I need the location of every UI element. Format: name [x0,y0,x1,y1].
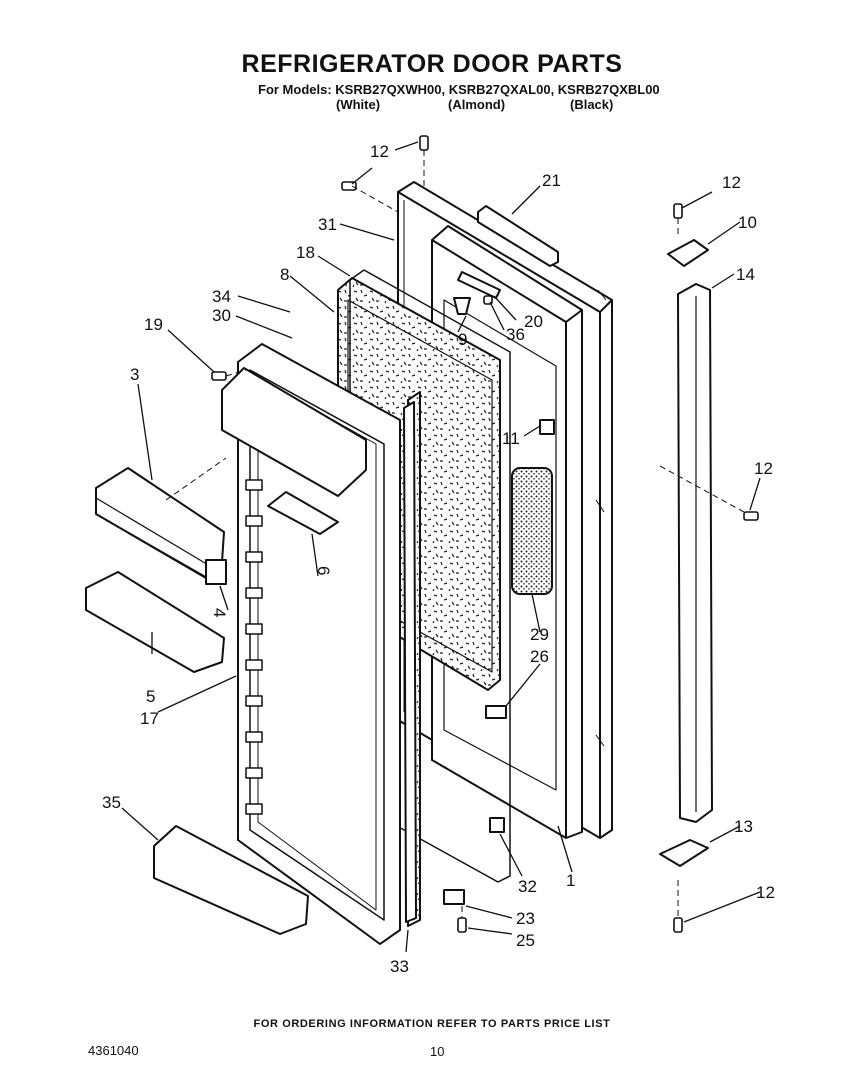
page-title: REFRIGERATOR DOOR PARTS [241,50,623,78]
color-black: (Black) [570,97,614,112]
bin-bracket [205,559,227,585]
callout-31: 31 [318,215,337,234]
alignment-lines [165,150,745,918]
stop-part-32 [489,817,505,833]
callout-13: 13 [734,817,753,836]
callout-5: 5 [146,687,155,706]
callout-10: 10 [738,213,757,232]
callout-3: 3 [130,365,139,384]
callout-17: 17 [140,709,159,728]
frame-shelf-tabs [245,479,263,815]
models-line: For Models: KSRB27QXWH00, KSRB27QXAL00, … [258,82,660,97]
callout-26: 26 [530,647,549,666]
door-handle-pocket [267,491,339,535]
hinge-strip [677,283,713,823]
callout-numbers: 12 21 31 18 8 34 30 19 3 20 36 9 10 14 1… [102,142,775,976]
insulation-block [511,467,553,595]
clip-part-26 [485,705,507,719]
ordering-note: FOR ORDERING INFORMATION REFER TO PARTS … [253,1018,611,1030]
callout-11: 11 [502,429,520,448]
callout-33: 33 [390,957,409,976]
callout-21: 21 [542,171,561,190]
callout-30: 30 [212,306,231,325]
edge-trim [403,401,417,923]
leader-lines [121,141,761,953]
bottom-hinge [659,839,709,867]
callout-4: 4 [210,608,229,617]
callout-18: 18 [296,243,315,262]
document-number: 4361040 [88,1043,139,1058]
callout-29: 29 [530,625,549,644]
callout-1: 1 [566,871,575,890]
bottom-shelf [153,825,309,935]
callout-6: 6 [314,566,333,575]
door-bin [95,467,225,579]
callout-12-top: 12 [370,142,389,161]
top-hinge [667,239,709,267]
callout-19: 19 [144,315,163,334]
dispenser-housing [221,367,367,497]
cap-part-9 [453,297,471,315]
bracket-part-23 [443,889,465,905]
callout-8: 8 [280,265,289,284]
callout-36: 36 [506,325,525,344]
callout-25: 25 [516,931,535,950]
color-almond: (Almond) [448,97,506,112]
callout-9: 9 [458,330,467,349]
callout-32: 32 [518,877,537,896]
callout-20: 20 [524,312,543,331]
callout-35: 35 [102,793,121,812]
color-white: (White) [336,97,381,112]
egg-tray [85,571,225,673]
door-top-trim [477,205,559,267]
callout-12-right: 12 [754,459,773,478]
callout-12-top-right: 12 [722,173,741,192]
callout-23: 23 [516,909,535,928]
callout-12-bottom: 12 [756,883,775,902]
page-number: 10 [430,1044,445,1059]
callout-34: 34 [212,287,231,306]
callout-14: 14 [736,265,755,284]
clip-part-11 [539,419,555,435]
